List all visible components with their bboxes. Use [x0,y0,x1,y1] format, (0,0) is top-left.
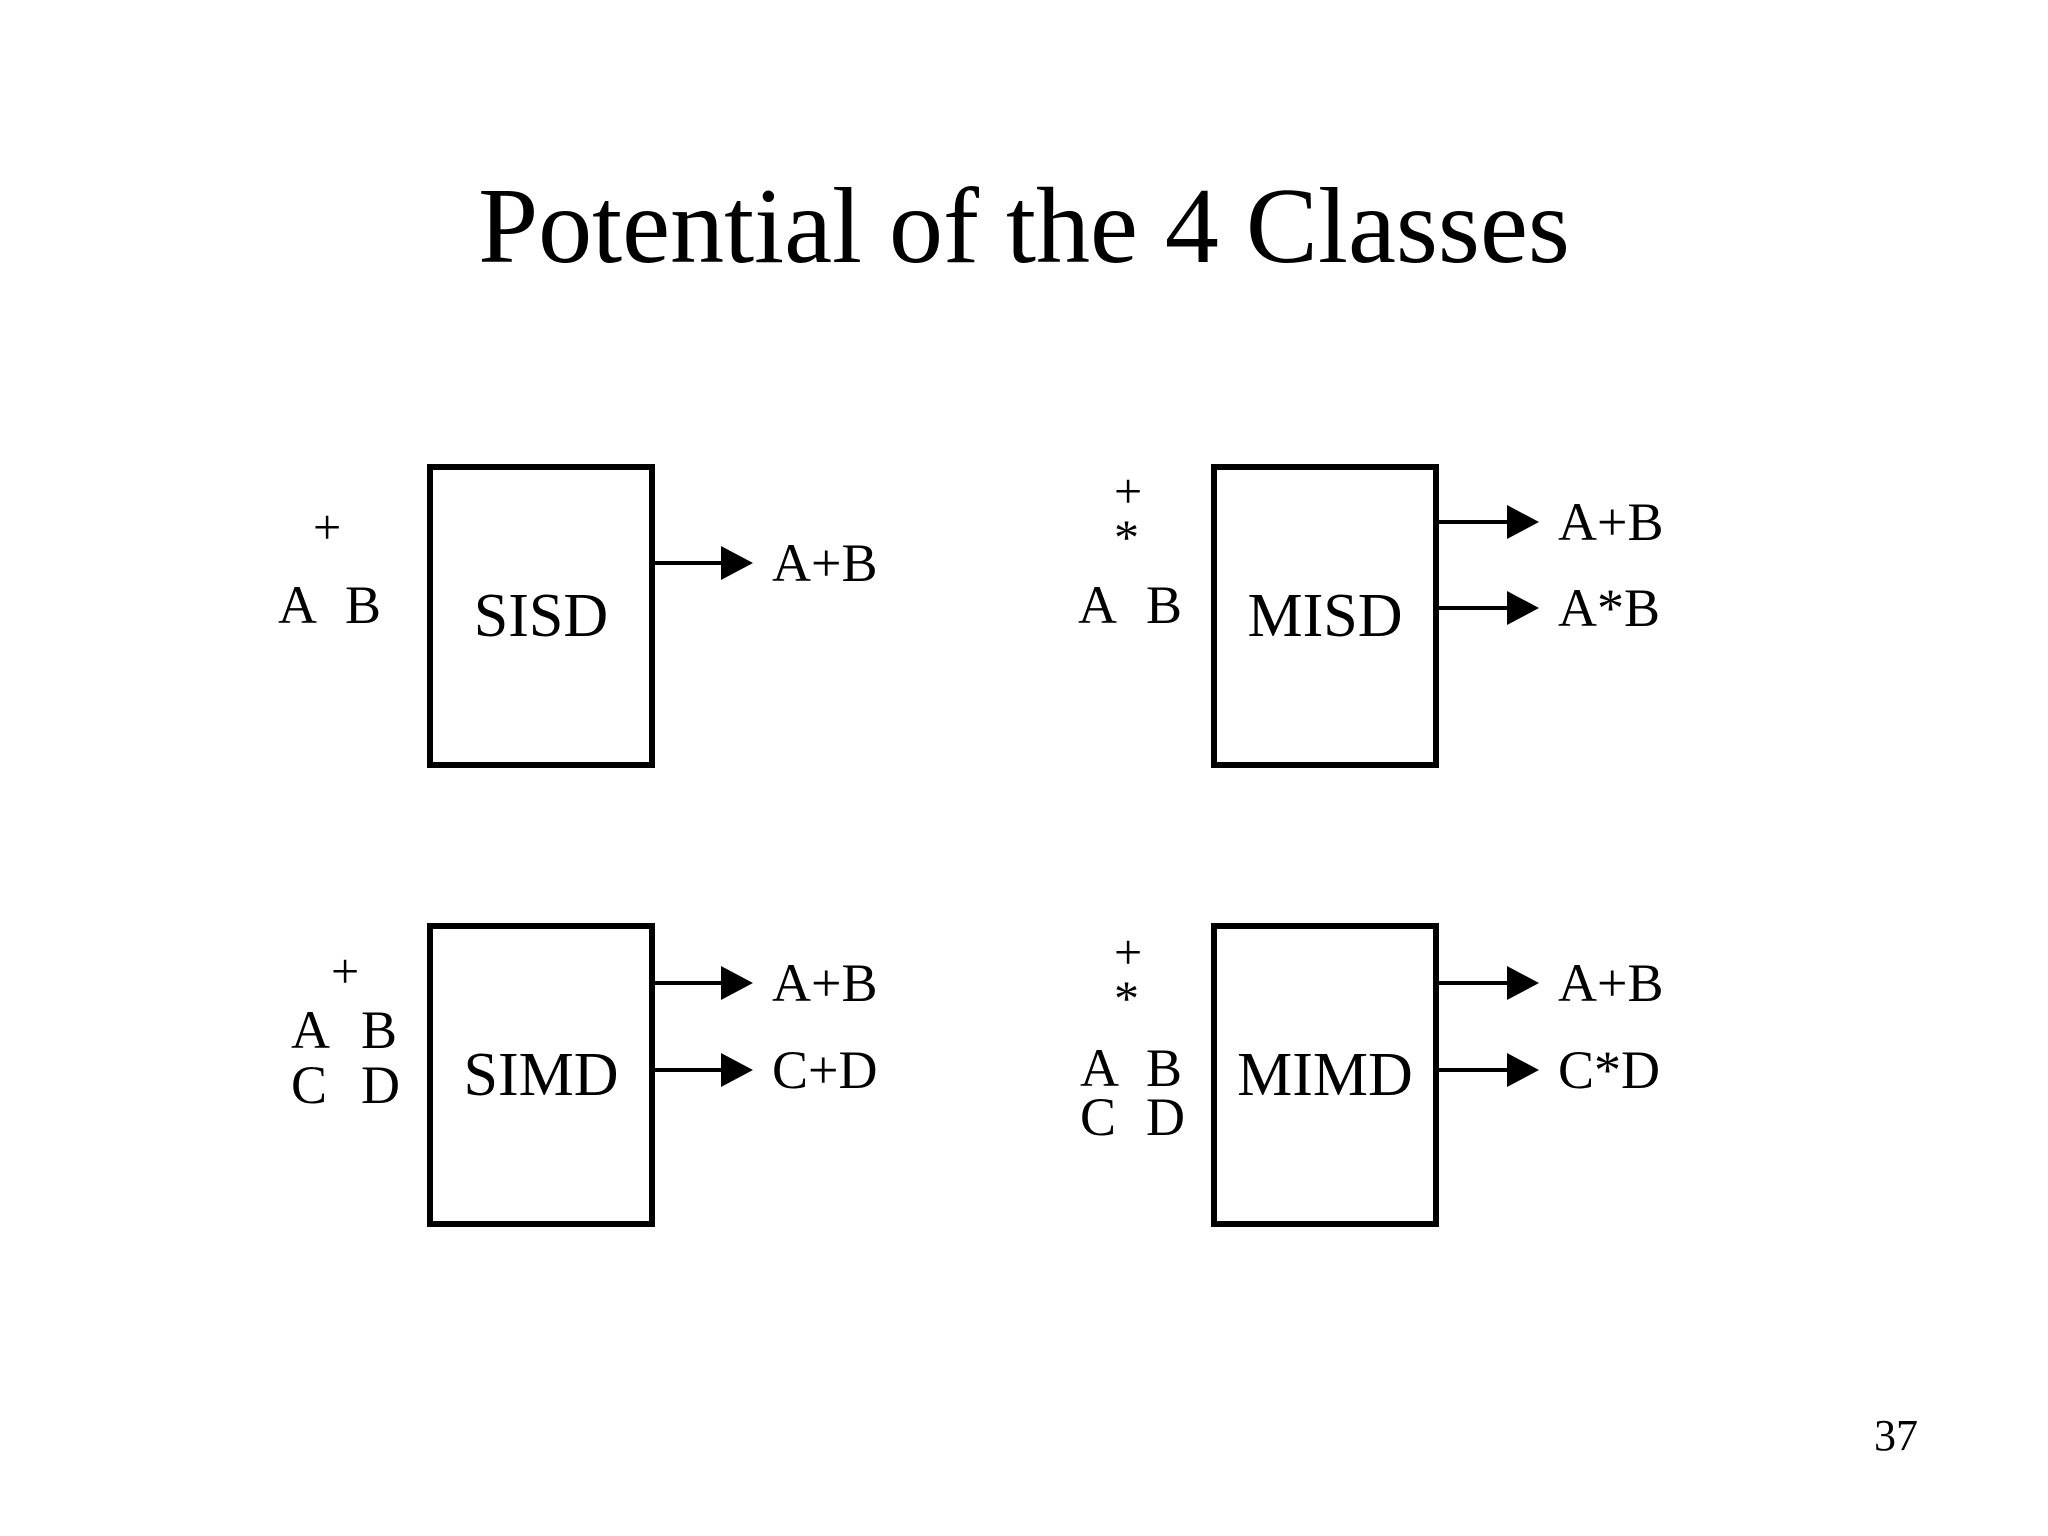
output-label-1: A+B [772,533,878,593]
unit-box-mimd[interactable]: MIMD [1211,923,1439,1227]
arrow-line [1439,606,1509,610]
arrow-head-icon [721,546,753,580]
arrow-head-icon [1507,505,1539,539]
unit-box-misd[interactable]: MISD [1211,464,1439,768]
output-label-2: C*D [1558,1040,1661,1100]
operator-plus-icon: + [1114,463,1143,519]
operator-plus-icon: + [313,499,342,555]
operator-asterisk-icon: * [1114,509,1139,565]
unit-box-sisd[interactable]: SISD [427,464,655,768]
operand-b: B [1146,575,1183,635]
arrow-line [1439,981,1509,985]
arrow-line [655,981,723,985]
unit-label-mimd: MIMD [1237,1041,1413,1109]
output-label-2: C+D [772,1040,878,1100]
operand-a: A [1078,575,1117,635]
output-label-1: A+B [1558,492,1664,552]
output-label-2: A*B [1558,578,1661,638]
operand-a: A [278,575,317,635]
operand-b: B [1146,1038,1183,1098]
arrow-head-icon [1507,1053,1539,1087]
arrow-line [655,1068,723,1072]
arrow-line [1439,1068,1509,1072]
operand-d: D [1146,1087,1185,1147]
operand-d: D [361,1055,400,1115]
unit-label-sisd: SISD [473,582,609,650]
output-label-1: A+B [1558,953,1664,1013]
output-label-1: A+B [772,953,878,1013]
operator-asterisk-icon: * [1114,970,1139,1026]
unit-label-misd: MISD [1247,582,1403,650]
arrow-head-icon [721,1053,753,1087]
arrow-line [655,561,723,565]
operand-b: B [361,1000,398,1060]
arrow-head-icon [721,966,753,1000]
arrow-head-icon [1507,966,1539,1000]
operator-plus-icon: + [331,943,360,999]
operand-a: A [291,1000,330,1060]
operand-c: C [1080,1087,1117,1147]
unit-box-simd[interactable]: SIMD [427,923,655,1227]
operator-plus-icon: + [1114,924,1143,980]
page-number: 37 [1874,1411,1918,1460]
operand-a: A [1080,1038,1119,1098]
operand-b: B [345,575,382,635]
arrow-head-icon [1507,591,1539,625]
page-title: Potential of the 4 Classes [478,167,1570,286]
unit-label-simd: SIMD [463,1041,619,1109]
arrow-line [1439,520,1509,524]
operand-c: C [291,1055,328,1115]
